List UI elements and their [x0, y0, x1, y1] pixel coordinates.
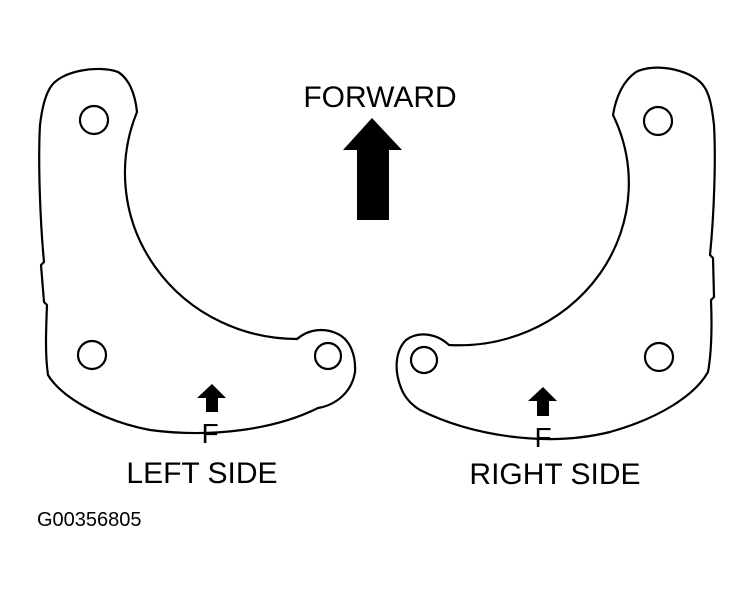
- right-shim-hole-top: [642, 105, 674, 137]
- right-shim-plate: F: [395, 66, 716, 453]
- left-shim-outline: [38, 67, 357, 435]
- left-shim-plate: F: [38, 67, 357, 449]
- left-side-label: LEFT SIDE: [126, 457, 277, 490]
- left-part-mark: F: [201, 418, 218, 449]
- left-shim-hole-lower-left: [76, 339, 108, 371]
- forward-arrow-icon: [343, 118, 402, 220]
- left-shim-hole-lower-right: [313, 341, 343, 371]
- forward-label: FORWARD: [303, 81, 456, 114]
- right-shim-hole-lower-right: [643, 341, 675, 373]
- left-mark-arrow-icon: [197, 384, 226, 412]
- right-shim-outline: [395, 66, 716, 441]
- left-shim-hole-top: [78, 104, 110, 136]
- right-side-label: RIGHT SIDE: [469, 458, 640, 491]
- right-shim-hole-lower-left: [409, 345, 439, 375]
- right-mark-arrow-icon: [528, 387, 557, 416]
- figure-id: G00356805: [37, 509, 142, 531]
- right-part-mark: F: [534, 422, 551, 453]
